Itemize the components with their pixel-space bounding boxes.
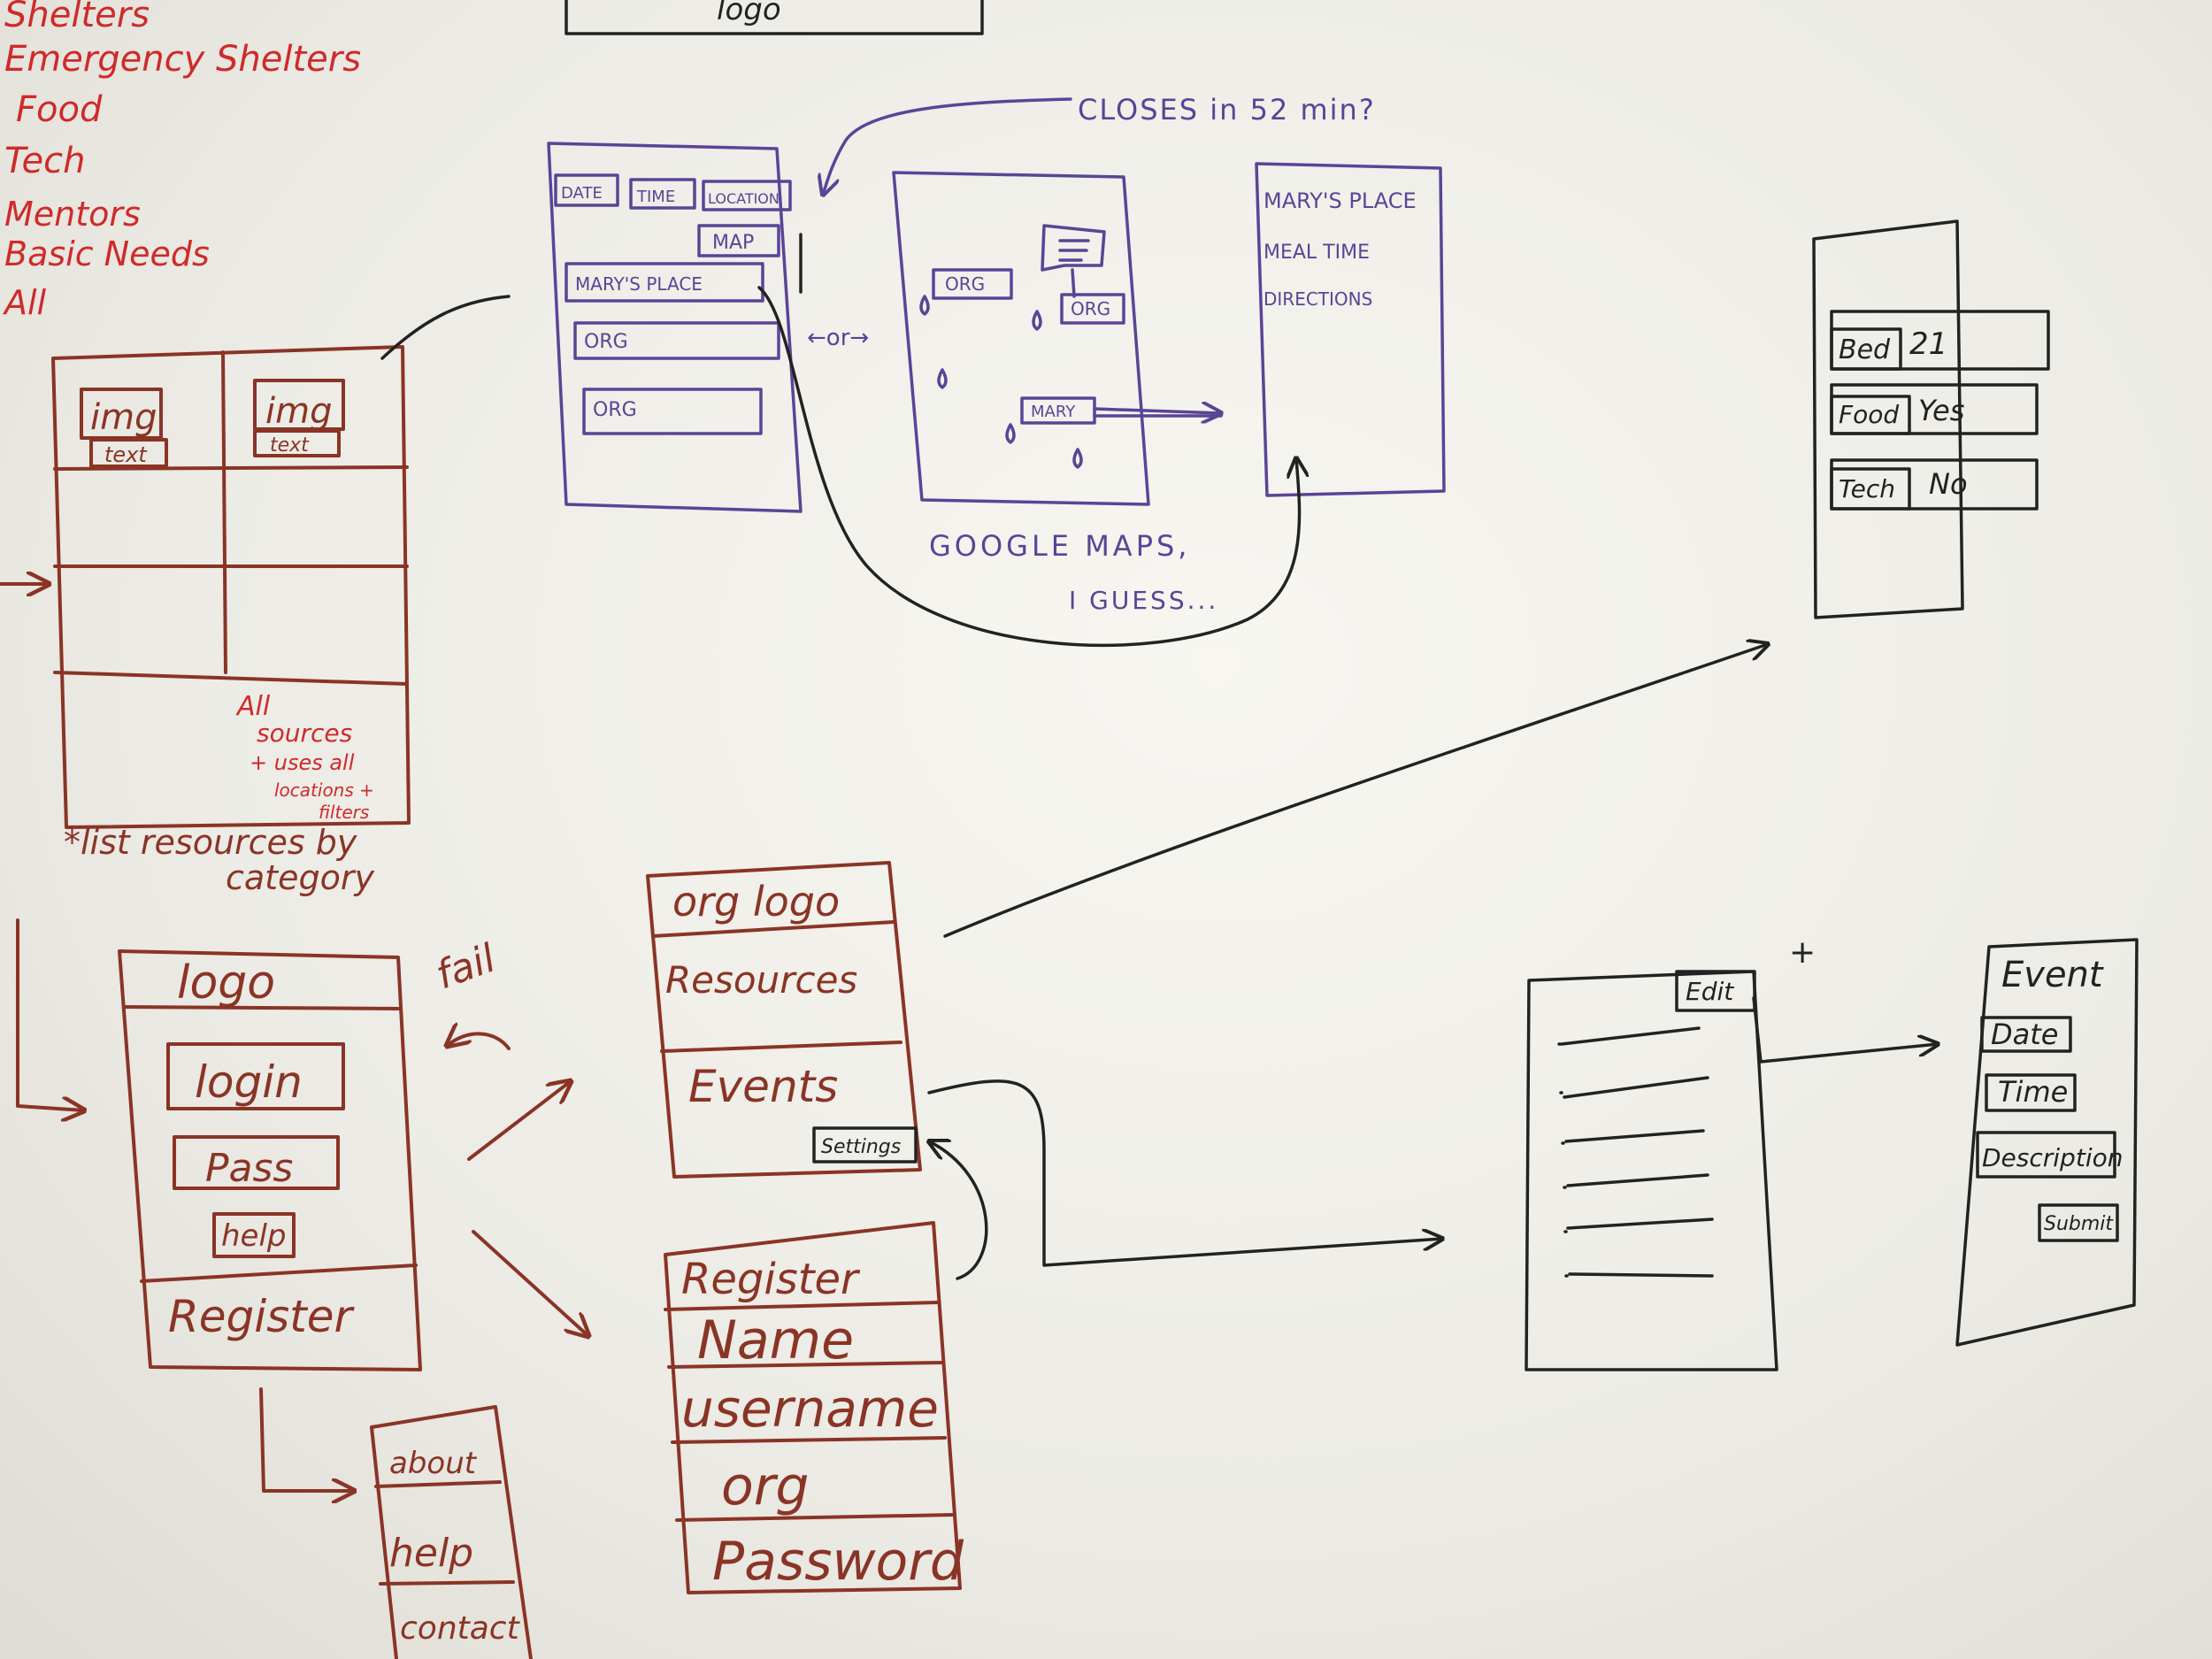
- map-pin-icon: [1032, 310, 1042, 331]
- category-grid-screen: img text img text All sources + uses all…: [51, 345, 411, 897]
- stats-value: Yes: [1918, 394, 1964, 427]
- map-pin-org: ORG: [945, 273, 985, 295]
- closes-arrow: [823, 97, 1072, 195]
- grid-note: + uses all: [250, 750, 355, 775]
- register-field: Password: [712, 1531, 964, 1593]
- stats-label: Bed: [1839, 334, 1891, 365]
- filter-date: DATE: [561, 184, 603, 203]
- list-item-org: ORG: [584, 331, 628, 353]
- settings-button: Settings: [821, 1136, 901, 1158]
- category-item: Food: [16, 89, 103, 130]
- map-caption: I GUESS...: [1069, 586, 1218, 615]
- category-item: Basic Needs: [4, 234, 210, 273]
- grid-note: locations +: [274, 780, 374, 801]
- category-item: Mentors: [4, 195, 141, 234]
- login-logo: logo: [177, 956, 275, 1010]
- map-caption: GOOGLE MAPS,: [929, 529, 1190, 563]
- detail-line: MARY'S PLACE: [1263, 188, 1417, 213]
- grid-text-1: text: [104, 442, 148, 467]
- map-screen: ORG ORG MARY GOOGLE MAPS, I GUESS...: [892, 171, 1221, 615]
- register-to-org-arrow: [929, 1141, 988, 1280]
- detail-line: MEAL TIME: [1263, 242, 1370, 264]
- register-field: Name: [697, 1310, 854, 1371]
- fail-label: fail: [430, 935, 502, 998]
- filter-location: LOCATION: [708, 190, 780, 207]
- category-item: Emergency Shelters: [4, 39, 361, 80]
- org-to-stats-arrow: [943, 644, 1768, 938]
- detail-line: DIRECTIONS: [1263, 288, 1372, 310]
- map-button: MAP: [712, 232, 754, 254]
- org-events: Events: [688, 1061, 838, 1112]
- list-to-detail-arrow: [757, 286, 1300, 648]
- about-item: contact: [400, 1610, 521, 1647]
- event-form-screen: Event Date Time Description Submit: [1955, 938, 2139, 1347]
- register-link: Register: [168, 1291, 356, 1342]
- category-item: Tech: [4, 141, 85, 181]
- detail-screen: MARY'S PLACE MEAL TIME DIRECTIONS: [1255, 162, 1446, 497]
- map-pin-mary: MARY: [1031, 403, 1076, 421]
- stats-label: Tech: [1839, 474, 1895, 503]
- plus-mark: +: [1789, 934, 1816, 971]
- register-field: org: [721, 1455, 809, 1517]
- event-field-time: Time: [1998, 1075, 2068, 1109]
- event-field-date: Date: [1991, 1018, 2058, 1051]
- event-field-description: Description: [1982, 1143, 2123, 1172]
- register-screen: Register Name username org Password: [664, 1221, 964, 1594]
- grid-note: All: [235, 691, 271, 722]
- map-pin-icon: [1005, 423, 1016, 444]
- grid-caption: *list resources by: [64, 823, 357, 862]
- category-list: Shelters Emergency Shelters Food Tech Me…: [2, 0, 361, 322]
- stats-value: 21: [1909, 326, 1947, 362]
- stats-label: Food: [1839, 400, 1899, 429]
- grid-caption: category: [226, 858, 374, 897]
- org-screen: org logo Resources Events Settings: [646, 861, 922, 1179]
- filter-time: TIME: [636, 188, 675, 206]
- list-item-org: ORG: [593, 399, 637, 421]
- org-resources: Resources: [665, 958, 857, 1002]
- map-pin-icon: [937, 368, 948, 389]
- org-logo: org logo: [672, 878, 840, 926]
- edit-button: Edit: [1686, 977, 1734, 1006]
- event-submit-button: Submit: [2044, 1213, 2114, 1235]
- category-item: All: [2, 283, 47, 322]
- stats-value: No: [1929, 467, 1968, 501]
- about-screen: about help contact: [370, 1405, 533, 1659]
- map-pin-icon: [1072, 448, 1083, 469]
- top-logo-label: logo: [717, 0, 781, 27]
- grid-img-2: img: [265, 391, 332, 432]
- map-pin-org: ORG: [1071, 298, 1110, 319]
- closes-note: CLOSES in 52 min?: [1078, 93, 1376, 127]
- about-item: help: [389, 1531, 473, 1576]
- grid-note: filters: [319, 802, 369, 823]
- category-item: Shelters: [4, 0, 150, 35]
- grid-text-2: text: [270, 434, 310, 457]
- stats-screen: Bed 21 Food Yes Tech No: [1812, 219, 2050, 619]
- map-pin-icon: [919, 295, 930, 316]
- top-logo-box: logo: [565, 0, 984, 35]
- login-button: login: [195, 1056, 303, 1108]
- pass-field: Pass: [205, 1146, 293, 1191]
- register-title: Register: [681, 1255, 861, 1304]
- help-link: help: [221, 1218, 287, 1254]
- login-screen: logo login Pass help Register fail: [16, 918, 588, 1491]
- list-screen: DATE TIME LOCATION MAP MARY'S PLACE ORG …: [547, 142, 869, 513]
- about-item: about: [389, 1446, 478, 1481]
- grid-to-list-link: [380, 295, 511, 360]
- grid-note: sources: [257, 718, 352, 748]
- register-field: username: [681, 1379, 939, 1439]
- or-label: ←or→: [807, 325, 869, 351]
- event-title: Event: [2001, 955, 2104, 995]
- events-to-list-arrow: [927, 1079, 1442, 1267]
- grid-img-1: img: [90, 397, 157, 438]
- events-list-screen: Edit +: [1525, 934, 1938, 1371]
- list-item-marys-place: MARY'S PLACE: [575, 273, 703, 295]
